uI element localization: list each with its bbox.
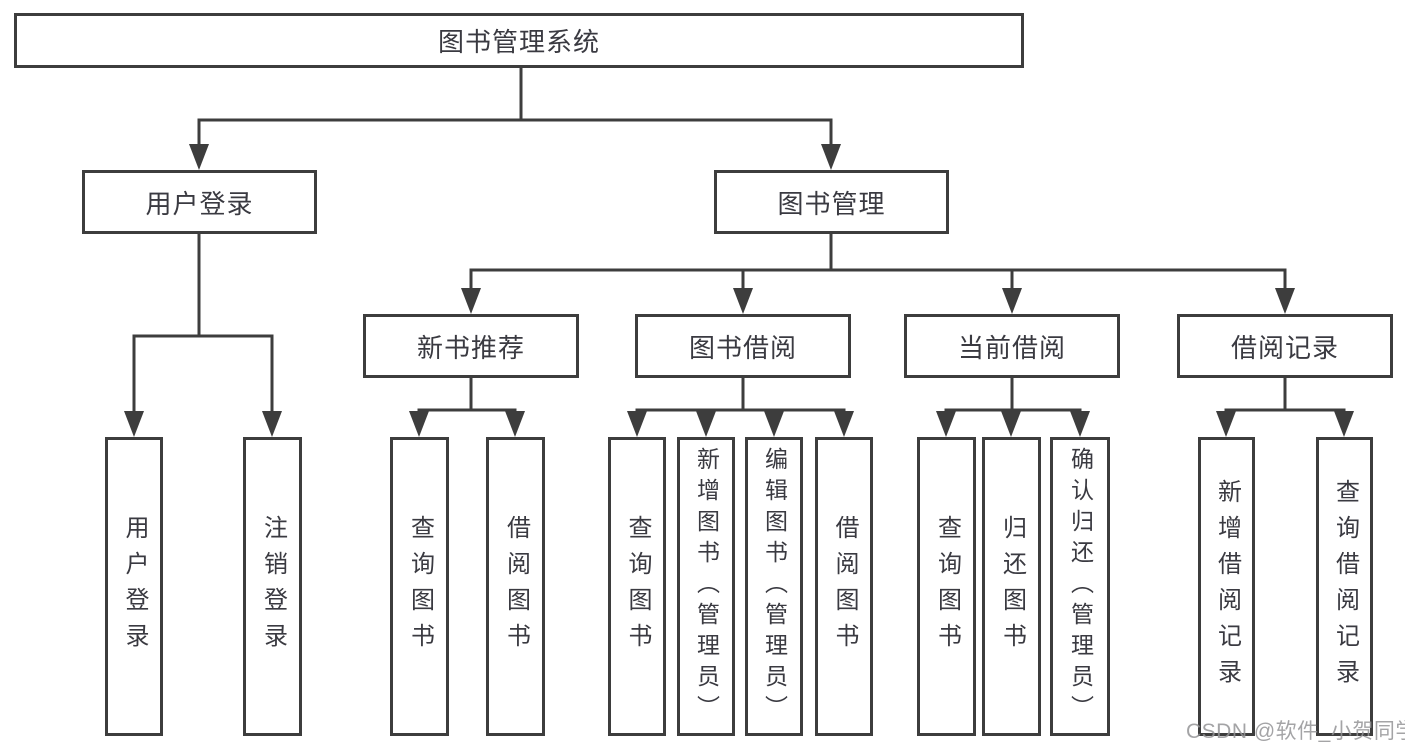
arrowhead bbox=[764, 411, 784, 437]
arrowhead bbox=[821, 144, 841, 170]
arrowhead bbox=[1070, 411, 1090, 437]
root-node-library-system: 图书管理系统 bbox=[14, 13, 1024, 68]
leaf-logout: 注销登录 bbox=[243, 437, 302, 736]
connector-book-borrow-children bbox=[627, 378, 854, 437]
node-user-login: 用户登录 bbox=[82, 170, 317, 234]
arrowhead bbox=[1216, 411, 1236, 437]
node-borrow-records: 借阅记录 bbox=[1177, 314, 1393, 378]
leaf-add-books-admin: 新增图书（管理员） bbox=[677, 437, 735, 736]
connector-current-borrow-children bbox=[936, 378, 1090, 437]
arrowhead bbox=[1275, 288, 1295, 314]
arrowhead bbox=[409, 411, 429, 437]
connector-root-to-level1 bbox=[189, 68, 841, 170]
arrowhead bbox=[124, 411, 144, 437]
leaf-query-books-borrowing: 查询图书 bbox=[608, 437, 666, 736]
connector-user-login-children bbox=[124, 234, 282, 437]
csdn-watermark: CSDN @软件_小贺同学 bbox=[1186, 720, 1405, 743]
node-new-book-recommend: 新书推荐 bbox=[363, 314, 579, 378]
arrowhead bbox=[733, 288, 753, 314]
leaf-return-books: 归还图书 bbox=[982, 437, 1041, 736]
arrowhead bbox=[262, 411, 282, 437]
leaf-query-borrow-record: 查询借阅记录 bbox=[1316, 437, 1373, 736]
leaf-add-borrow-record: 新增借阅记录 bbox=[1198, 437, 1255, 736]
leaf-query-books-recommend: 查询图书 bbox=[390, 437, 449, 736]
leaf-confirm-return-admin: 确认归还（管理员） bbox=[1050, 437, 1110, 736]
arrowhead bbox=[834, 411, 854, 437]
arrowhead bbox=[1002, 288, 1022, 314]
node-book-management: 图书管理 bbox=[714, 170, 949, 234]
arrowhead bbox=[936, 411, 956, 437]
node-book-borrowing: 图书借阅 bbox=[635, 314, 851, 378]
leaf-query-books-current: 查询图书 bbox=[917, 437, 976, 736]
node-current-borrowing: 当前借阅 bbox=[904, 314, 1120, 378]
leaf-borrow-books-recommend: 借阅图书 bbox=[486, 437, 545, 736]
connector-new-book-children bbox=[409, 378, 525, 437]
arrowhead bbox=[461, 288, 481, 314]
leaf-edit-books-admin: 编辑图书（管理员） bbox=[745, 437, 803, 736]
leaf-user-login: 用户登录 bbox=[105, 437, 163, 736]
arrowhead bbox=[696, 411, 716, 437]
connector-borrow-record-children bbox=[1216, 378, 1354, 437]
connector-book-management-children bbox=[461, 234, 1295, 314]
arrowhead bbox=[627, 411, 647, 437]
arrowhead bbox=[1334, 411, 1354, 437]
arrowhead bbox=[189, 144, 209, 170]
leaf-borrow-books-borrowing: 借阅图书 bbox=[815, 437, 873, 736]
arrowhead bbox=[505, 411, 525, 437]
arrowhead bbox=[1001, 411, 1021, 437]
